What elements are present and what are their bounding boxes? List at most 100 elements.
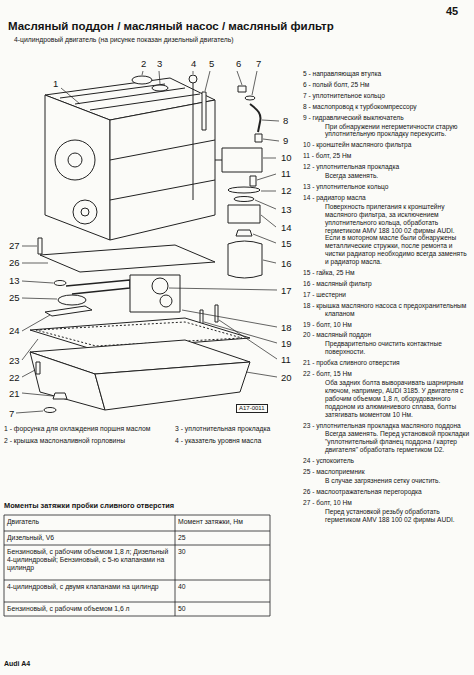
callout-number: 13	[280, 204, 293, 215]
callout-number: 25	[8, 292, 21, 303]
callout-number: 5	[208, 58, 215, 69]
part-note: Всегда заменять.	[303, 172, 470, 180]
bolt	[250, 176, 256, 186]
callout-number: 17	[280, 285, 293, 296]
part-note: При обнаружении негерметичности старую у…	[303, 123, 470, 139]
callout-number: 8	[282, 115, 289, 126]
callout-number: 7	[255, 58, 262, 69]
part-item: 24 - успокоитель	[303, 457, 470, 465]
table-line	[4, 515, 270, 616]
legend-caption: 3 - уплотнительная прокладка	[175, 425, 295, 433]
callout-number: 12	[280, 185, 293, 196]
part-item: 16 - масляный фильтр	[303, 280, 470, 288]
part-item: 21 - пробка сливного отверстия	[303, 359, 470, 367]
torque-table-grid	[4, 515, 270, 616]
callout-number: 1	[52, 78, 59, 89]
table-cell: Бензиновый, с рабочим объемом 1,6 л	[7, 605, 172, 613]
callout-number: 14	[280, 222, 293, 233]
part-item: 13 - уплотнительное кольцо	[303, 183, 470, 191]
part-note: Оба задних болта выворачивать шарнирным …	[303, 379, 470, 419]
o-ring	[54, 281, 66, 286]
filler-cap	[132, 76, 152, 84]
pulley	[55, 140, 95, 180]
part-item: 6 - полый болт, 25 Нм	[303, 81, 470, 89]
callout-number: 11	[280, 168, 292, 179]
turbo-oil-pipe	[250, 104, 261, 132]
callout-number: 3	[156, 58, 163, 69]
table-cell: Бензиновый, с рабочим объемом 1,8 л; Диз…	[7, 548, 172, 572]
part-note: В случае загрязнения сетку очистить.	[303, 477, 470, 485]
bolt	[215, 305, 218, 322]
part-item: 5 - направляющая втулка	[303, 70, 470, 78]
pan-side	[95, 362, 250, 410]
damper-plate	[45, 306, 92, 316]
block-lines	[110, 140, 215, 200]
callout-number: 23	[8, 355, 21, 366]
bracket-joint	[215, 160, 222, 161]
page-number: 45	[446, 5, 458, 18]
part-item: 22 - болт, 15 Нм	[303, 370, 470, 378]
seal-ring	[245, 96, 255, 100]
cap-gasket	[152, 85, 168, 91]
part-item: 14 - радиатор масла	[303, 194, 470, 202]
table-cell: 40	[178, 583, 266, 591]
bolt	[38, 238, 42, 254]
baffle	[40, 245, 215, 272]
callout-number: 18	[280, 322, 293, 333]
oil-cooler	[228, 205, 260, 223]
filter-bracket	[222, 148, 262, 172]
footer-text: Audi A4	[4, 660, 30, 668]
block-front	[45, 95, 110, 240]
table-title: Моменты затяжки пробки сливного отверсти…	[4, 502, 174, 511]
part-item: 27 - болт, 10 Нм	[303, 499, 470, 507]
table-cell: 4-цилиндровый, с двумя клапанами на цили…	[7, 583, 172, 591]
callout-number: 26	[8, 257, 21, 268]
callout-number: 16	[280, 258, 293, 269]
lower-parts	[30, 238, 250, 413]
callout-number: 13	[8, 275, 21, 286]
callout-number: 6	[235, 58, 242, 69]
gasket	[228, 187, 260, 193]
part-note: Предварительно очистить контактные повер…	[303, 340, 470, 356]
dipstick	[193, 83, 194, 200]
table-cell: Дизельный, V6	[7, 534, 172, 542]
callout-number: 27	[8, 240, 21, 251]
parts-list: 5 - направляющая втулка 6 - полый болт, 2…	[303, 70, 470, 527]
nut	[236, 230, 252, 236]
callout-number: 7	[8, 408, 15, 419]
strainer	[58, 295, 86, 305]
callout-number: 11	[280, 354, 292, 365]
oil-filter	[228, 241, 262, 278]
part-item: 17 - шестерни	[303, 291, 470, 299]
part-item: 23 - уплотнительная прокладка масляного …	[303, 422, 470, 430]
table-cell: Момент затяжки, Нм	[178, 518, 266, 526]
callout-number: 10	[280, 152, 293, 163]
block-side	[110, 100, 215, 240]
part-item: 10 - кронштейн масляного фильтра	[303, 141, 470, 149]
part-item: 11 - болт, 25 Нм	[303, 152, 470, 160]
head-ribs	[60, 84, 200, 110]
callout-number: 2	[140, 58, 147, 69]
part-item: 26 - маслоотражательная перегородка	[303, 488, 470, 496]
pan-front	[30, 352, 105, 410]
callout-number: 15	[280, 238, 293, 249]
washer	[44, 408, 56, 413]
legend-caption: 2 - крышка маслоналивной горловины	[4, 437, 172, 445]
leader-line	[16, 71, 279, 413]
drain-plug	[53, 393, 67, 399]
gear	[152, 278, 168, 294]
callout-number: 9	[282, 135, 289, 146]
callout-number: 20	[280, 372, 293, 383]
table-cell: 30	[178, 548, 266, 556]
part-note: Поверхность прилегания к кронштейну масл…	[303, 203, 470, 266]
engine-block	[45, 78, 215, 240]
part-item: 19 - болт, 10 Нм	[303, 321, 470, 329]
part-note: Перед установкой резьбу обработать герме…	[303, 508, 470, 524]
callout-number: 22	[8, 372, 21, 383]
part-item: 8 - маслопровод к турбокомпрессору	[303, 103, 470, 111]
pulley-hub	[68, 153, 82, 167]
legend-caption: 4 - указатель уровня масла	[175, 437, 295, 445]
part-item: 15 - гайка, 25 Нм	[303, 269, 470, 277]
